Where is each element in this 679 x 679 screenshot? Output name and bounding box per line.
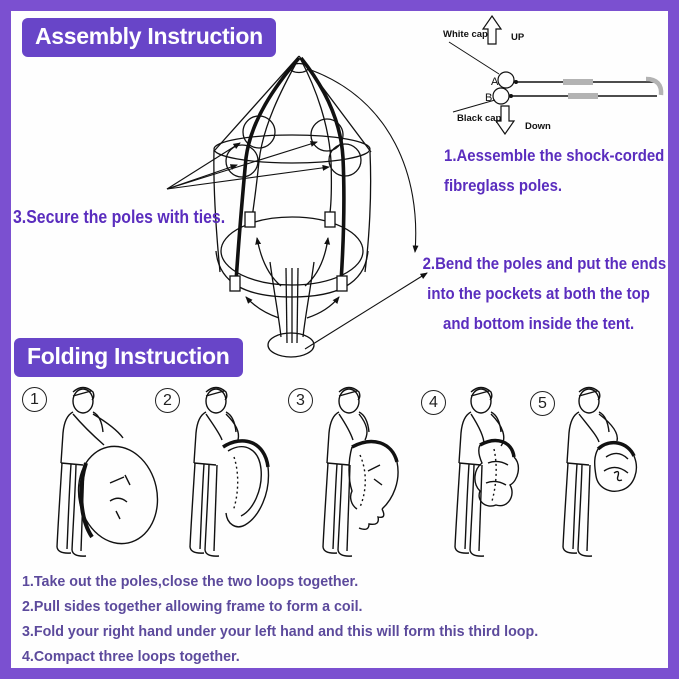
coil-thick-edge <box>351 439 399 463</box>
pole-end-bend <box>645 76 664 96</box>
point-a-label: A <box>491 76 499 88</box>
pole-pocket <box>324 211 336 228</box>
down-arrow-icon <box>494 105 516 136</box>
white-cap-pointer <box>448 41 500 75</box>
pole-connector <box>563 79 593 85</box>
folding-step-3: 3.Fold your right hand under your left h… <box>22 623 539 640</box>
tie-marker <box>310 118 344 152</box>
assembly-title-badge: Assembly Instruction <box>22 18 276 57</box>
figure-1 <box>56 386 159 557</box>
figure-3 <box>322 386 399 557</box>
tent-ring <box>213 134 371 164</box>
pole-connector <box>568 93 598 99</box>
back-right-pole <box>299 57 333 220</box>
ties-arrow <box>166 142 241 190</box>
step2-curve-arrow <box>310 69 419 253</box>
black-cap-pointer <box>452 99 496 113</box>
figure-2 <box>189 386 270 557</box>
back-left-pole <box>251 57 300 220</box>
pocket-arrow <box>255 237 282 287</box>
disc-thick-edge <box>79 462 94 539</box>
assembly-step1: 1.Aessemble the shock-corded fibreglass … <box>444 146 665 195</box>
pole-diagram: White cap UP A B Black cap Down <box>443 14 664 136</box>
assembly-title: Assembly Instruction <box>35 23 263 49</box>
point-b-label: B <box>485 92 492 104</box>
folding-step-4: 4.Compact three loops together. <box>22 648 240 665</box>
pocket-arrow <box>306 296 340 319</box>
folding-step-2: 2.Pull sides together allowing frame to … <box>22 598 363 615</box>
folding-sequence <box>56 386 638 557</box>
cap-a-circle <box>497 71 515 89</box>
assembly-step3: 3.Secure the poles with ties. <box>13 207 226 227</box>
bundle-thick-edge <box>479 438 516 458</box>
folding-title: Folding Instruction <box>27 343 230 369</box>
up-label: UP <box>511 32 525 43</box>
down-label: Down <box>525 121 551 132</box>
ties-arrow <box>166 164 330 190</box>
compact-thick-edge <box>596 440 636 457</box>
tie-marker <box>242 115 276 149</box>
figure-5 <box>562 386 638 557</box>
white-cap-label: White cap <box>443 29 488 40</box>
folding-step-1: 1.Take out the poles,close the two loops… <box>22 573 359 590</box>
loop-thick-edge <box>222 439 270 468</box>
drawcord-ring <box>267 332 315 358</box>
up-arrow-icon <box>481 14 503 45</box>
cap-b-circle <box>492 87 510 105</box>
tie-marker <box>328 143 362 177</box>
figure-number-1: 1 <box>22 387 47 412</box>
figure-number-5: 5 <box>530 391 555 416</box>
step2-pointer-arrow <box>304 272 428 350</box>
figure-number-4: 4 <box>421 390 446 415</box>
pole-pocket <box>244 211 256 228</box>
figure-4 <box>454 386 520 557</box>
figure-number-3: 3 <box>288 388 313 413</box>
folding-title-badge: Folding Instruction <box>14 338 243 377</box>
figure-number-2: 2 <box>155 388 180 413</box>
assembly-step2: 2.Bend the poles and put the ends into t… <box>422 254 667 333</box>
tent-diagram <box>166 55 428 358</box>
pole-pocket <box>229 275 241 292</box>
front-right-pole <box>299 56 346 283</box>
black-cap-label: Black cap <box>457 113 502 124</box>
tent-outline <box>166 55 428 358</box>
pocket-arrow <box>245 296 280 319</box>
pole-tip-dot <box>514 80 518 84</box>
front-left-pole <box>234 56 301 283</box>
pocket-arrow <box>304 237 331 287</box>
ties-arrow <box>166 141 318 190</box>
pole-tip-dot <box>509 94 513 98</box>
pole-pocket <box>336 275 348 292</box>
